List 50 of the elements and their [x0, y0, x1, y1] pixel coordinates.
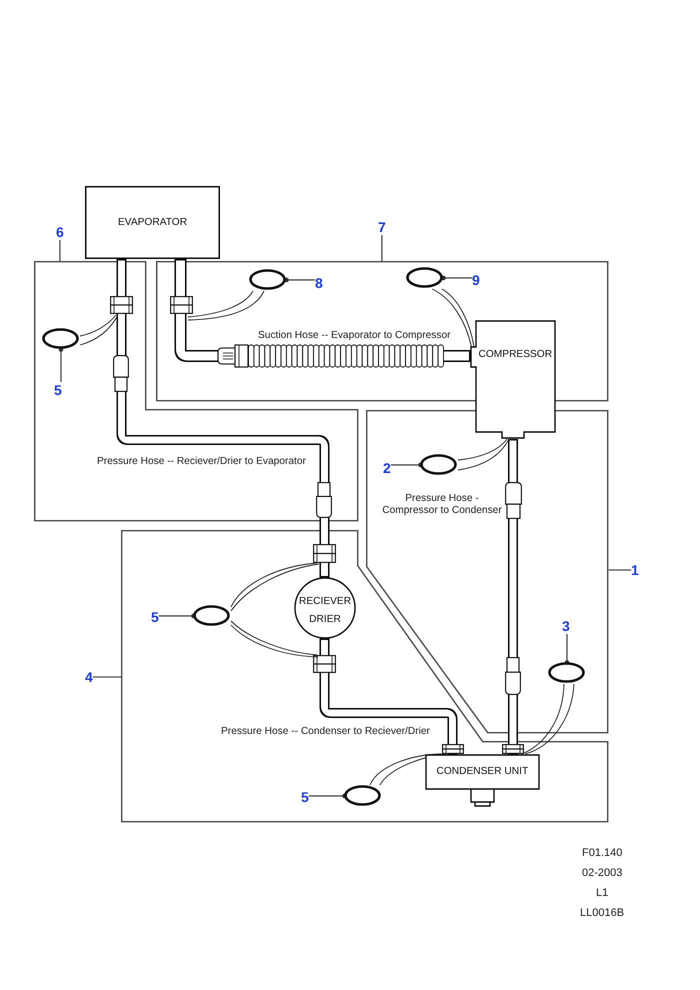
- callout-number: 7: [378, 219, 386, 235]
- leader-line: [308, 794, 347, 798]
- o-ring-icon: [548, 662, 586, 684]
- o-ring-icon: [193, 605, 230, 626]
- callout-number: 4: [85, 669, 93, 685]
- o-ring-icon: [420, 454, 458, 476]
- leader-line: [80, 314, 118, 346]
- callout-number: 9: [472, 272, 480, 288]
- leader-line: [92, 676, 122, 678]
- leader-line: [230, 620, 318, 658]
- callout-number: 5: [300, 788, 309, 805]
- callout-number: 3: [562, 618, 570, 634]
- callout-number: 8: [314, 274, 323, 291]
- callout-number: 6: [56, 224, 64, 240]
- hose-label: Pressure Hose - Compressor to Condenser: [381, 493, 503, 517]
- component-label: CONDENSER UNIT: [436, 766, 528, 778]
- leader-line: [564, 634, 570, 665]
- callout-number: 5: [54, 382, 62, 398]
- o-ring-icon: [42, 328, 80, 350]
- hose: [502, 439, 524, 754]
- hose: [313, 638, 464, 754]
- leader-line: [370, 754, 446, 786]
- o-ring-icon: [249, 269, 286, 290]
- leader-line: [381, 235, 382, 262]
- revision-code: L1: [596, 887, 608, 899]
- illustration-code: LL0016B: [580, 907, 624, 919]
- component-label: EVAPORATOR: [118, 217, 188, 229]
- figure-number: F01.140: [582, 847, 622, 859]
- leader-line: [158, 614, 196, 618]
- date: 02-2003: [582, 867, 622, 879]
- hose-label: Pressure Hose -- Condenser to Reciever/Drier: [221, 726, 430, 738]
- leader-line: [432, 288, 474, 348]
- o-ring-icon: [406, 267, 444, 288]
- leader-line: [188, 290, 264, 320]
- leader-line: [58, 347, 64, 382]
- leader-line: [522, 684, 574, 754]
- o-ring-icon: [344, 785, 382, 806]
- component-label: RECIEVER DRIER: [298, 594, 352, 627]
- callout-number: 1: [631, 562, 639, 578]
- leader-line: [441, 276, 472, 280]
- callout-number: 5: [150, 608, 159, 625]
- leader-line: [390, 462, 423, 468]
- hose: [110, 259, 336, 578]
- leader-line: [458, 438, 510, 470]
- callout-number: 2: [382, 460, 391, 476]
- leader-line: [284, 278, 315, 282]
- leader-line: [608, 569, 631, 571]
- leader-line: [230, 562, 320, 612]
- hose-label: Pressure Hose -- Reciever/Drier to Evaporator: [97, 456, 306, 468]
- component-label: COMPRESSOR: [478, 349, 552, 361]
